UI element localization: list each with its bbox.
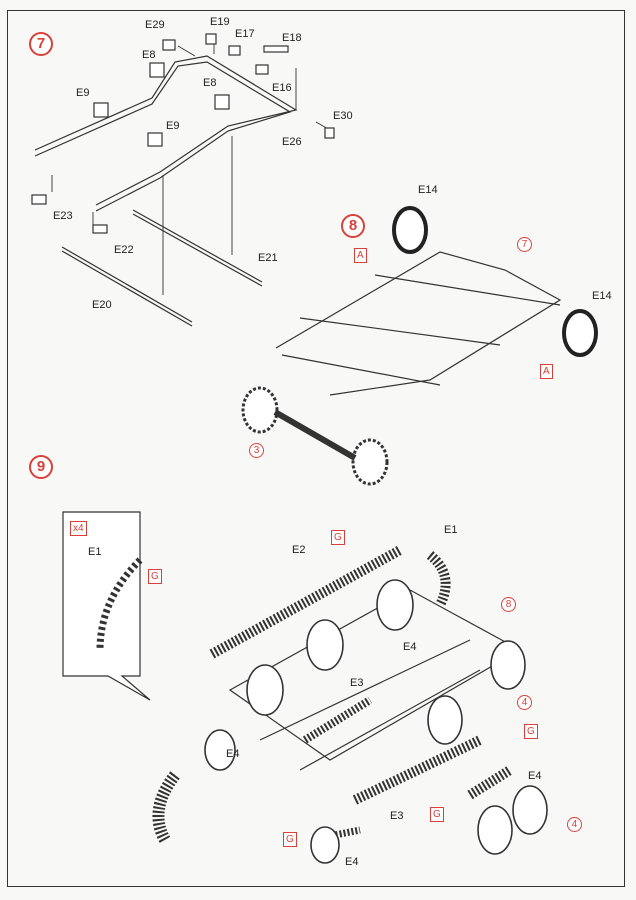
ref-box-a: A xyxy=(540,364,553,379)
part-label: E4 xyxy=(528,770,542,782)
part-label: E14 xyxy=(418,184,438,196)
glue-box: G xyxy=(524,724,538,739)
part-label: E29 xyxy=(145,19,165,31)
part-label: E17 xyxy=(235,28,255,40)
ref-step-8: 8 xyxy=(501,597,516,612)
step9-inset xyxy=(62,511,151,701)
glue-box: G xyxy=(430,807,444,822)
page-border xyxy=(7,10,625,887)
part-label: E18 xyxy=(282,32,302,44)
ref-step-4: 4 xyxy=(517,695,532,710)
step-7-badge: 7 xyxy=(29,32,53,56)
step8-frame xyxy=(275,251,562,396)
ref-step-3: 3 xyxy=(249,443,264,458)
part-label: E1 xyxy=(88,546,102,558)
multiplier-box: x4 xyxy=(70,521,87,536)
part-label: E4 xyxy=(403,641,417,653)
part-label: E8 xyxy=(142,49,156,61)
step9-tracks xyxy=(152,545,513,843)
part-label: E2 xyxy=(292,544,306,556)
step8-wheels xyxy=(241,206,598,486)
glue-box: G xyxy=(283,832,297,847)
part-label: E23 xyxy=(53,210,73,222)
part-label: E16 xyxy=(272,82,292,94)
step9-wheels xyxy=(204,579,548,864)
part-label: E21 xyxy=(258,252,278,264)
part-label: E14 xyxy=(592,290,612,302)
step7-parts xyxy=(31,33,335,234)
ref-box-a: A xyxy=(354,248,367,263)
part-label: E22 xyxy=(114,244,134,256)
ref-step-7: 7 xyxy=(517,237,532,252)
part-label: E3 xyxy=(350,677,364,689)
part-label: E20 xyxy=(92,299,112,311)
glue-box: G xyxy=(148,569,162,584)
part-label: E19 xyxy=(210,16,230,28)
part-label: E26 xyxy=(282,136,302,148)
part-label: E9 xyxy=(76,87,90,99)
part-label: E8 xyxy=(203,77,217,89)
ref-step-4: 4 xyxy=(567,817,582,832)
step-9-badge: 9 xyxy=(29,455,53,479)
part-label: E1 xyxy=(444,524,458,536)
step-8-badge: 8 xyxy=(341,214,365,238)
part-label: E4 xyxy=(226,748,240,760)
part-label: E4 xyxy=(345,856,359,868)
glue-box: G xyxy=(331,530,345,545)
part-label: E3 xyxy=(390,810,404,822)
part-label: E9 xyxy=(166,120,180,132)
part-label: E30 xyxy=(333,110,353,122)
